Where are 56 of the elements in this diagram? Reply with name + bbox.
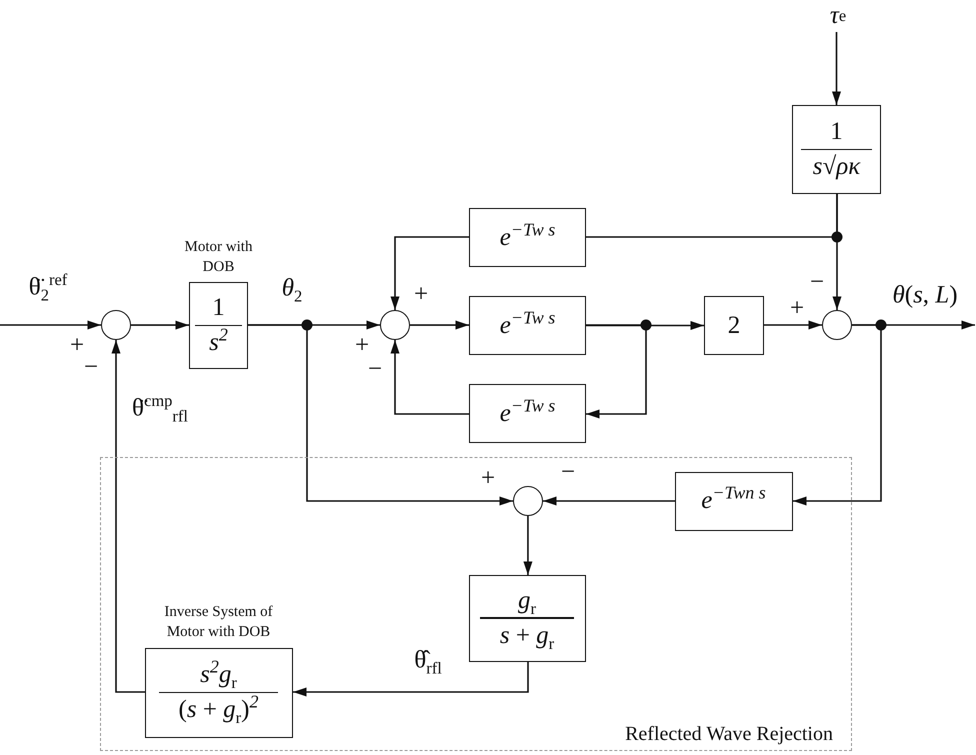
summing-junction [512,486,542,516]
minus-sign: − [810,268,824,296]
transfer-function: e$^{−Tw s}$ [500,224,556,252]
block-caption: Motor with DOB [184,238,254,277]
transfer-function-block [792,105,881,194]
numerator: 1 [830,118,843,146]
arrow [112,340,145,693]
denominator: (s + g$_{r}$)$^{2}$ [178,696,258,724]
arrow [131,320,189,330]
plus-sign: + [70,331,84,359]
arrow [793,324,882,506]
transfer-function-block [704,296,764,355]
transfer-function-block [469,296,586,355]
arrow [293,662,529,696]
transfer-function: e$^{−Tw s}$ [500,312,556,340]
transfer-function-block [468,574,586,662]
numerator: 1 [212,294,225,322]
minus-sign: − [560,458,576,486]
arrow [390,236,469,310]
arrow [586,321,704,330]
minus-sign: − [84,353,98,381]
summing-junction [380,310,410,340]
transfer-function: e$^{−Tw s}$ [500,400,556,428]
summing-junction [822,310,852,340]
arrow [543,496,675,506]
signal-label: θ$_{2}$ [282,274,302,302]
arrow [0,320,101,330]
arrow [410,320,469,330]
arrow [523,516,532,575]
denominator: s + g$_{r}$ [500,622,554,650]
denominator: s√ρκ [812,153,860,181]
arrow [764,320,822,330]
transfer-function-block [469,208,586,267]
signal-label: θ̂$_{rfl}$ [414,646,442,674]
transfer-function-block [674,472,792,530]
signal-line [586,194,838,238]
plus-sign: + [414,280,428,308]
group-frame [100,457,852,751]
arrow [832,32,841,105]
transfer-function: 2 [728,312,740,340]
denominator: s$^{2}$ [209,329,228,357]
numerator: g$_{r}$ [518,586,536,614]
numerator: s$^{2}$g$_{r}$ [200,661,237,689]
arrow [390,340,469,415]
summing-junction [101,310,131,340]
transfer-function-block [469,384,586,443]
minus-sign: − [368,355,382,383]
signal-label: θ(s, L) [892,281,958,309]
transfer-function: e$^{−Twn s}$ [701,487,766,515]
plus-sign: + [790,294,804,322]
plus-sign: + [354,331,370,359]
arrow [248,324,513,506]
block-caption: Inverse System of Motor with DOB [163,603,274,642]
plus-sign: + [480,464,496,492]
group-title: Reflected Wave Rejection [625,723,833,746]
arrow [586,324,647,418]
